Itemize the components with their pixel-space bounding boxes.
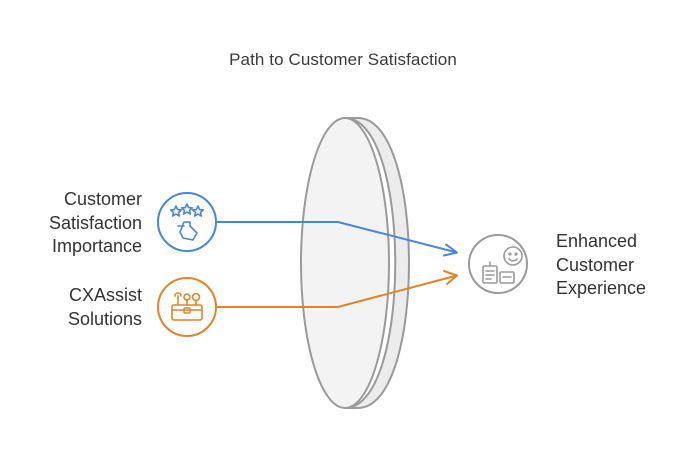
label-enhanced-customer-experience: Enhanced Customer Experience <box>556 231 647 298</box>
happy-customer-icon <box>482 246 523 284</box>
label-customer-satisfaction-importance: Customer Satisfaction Importance <box>48 189 142 256</box>
node-importance <box>157 192 217 252</box>
label-cxassist-solutions: CXAssist Solutions <box>67 285 142 329</box>
lens-shape <box>300 117 410 409</box>
node-outcome <box>468 234 528 294</box>
stars-rating-icon <box>169 203 205 241</box>
arrow-cxassist-to-outcome <box>217 270 458 308</box>
diagram-title: Path to Customer Satisfaction <box>229 50 457 69</box>
lens-back-edge <box>344 117 410 409</box>
toolbox-icon <box>171 292 203 321</box>
arrow-importance-to-outcome <box>217 221 458 257</box>
node-cxassist <box>157 277 217 337</box>
lens-front-face <box>300 117 390 409</box>
